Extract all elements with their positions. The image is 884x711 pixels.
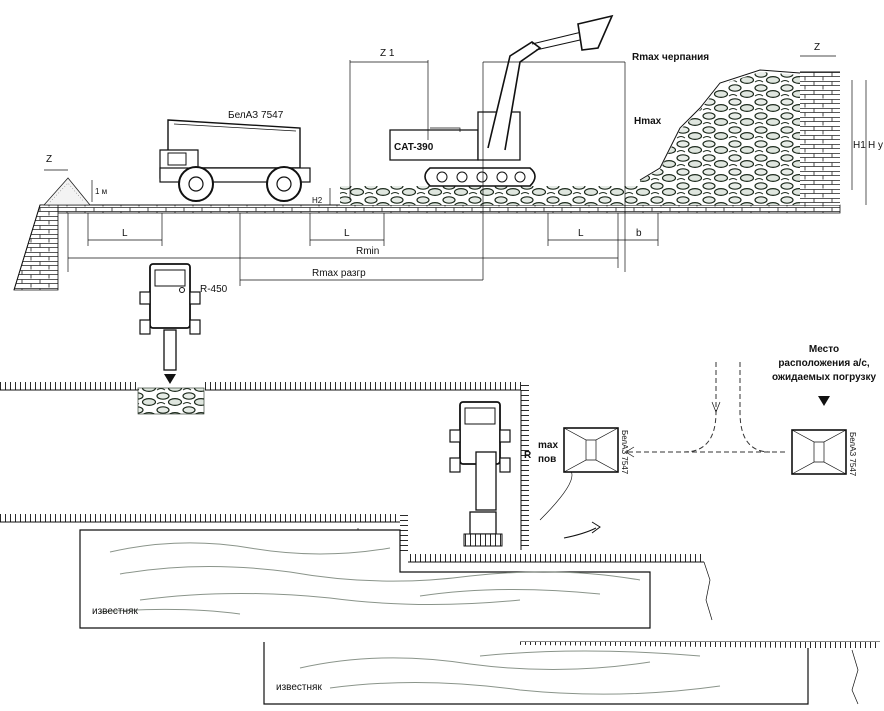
rock-patch	[137, 387, 205, 415]
h2-label: H2	[312, 196, 323, 205]
hy-label: H у	[868, 140, 883, 151]
truck-route	[625, 362, 786, 458]
turn-arc	[539, 469, 573, 521]
place-label-3: ожидаемых погрузку	[772, 372, 877, 383]
break-line-2	[851, 649, 859, 705]
ground-bench	[39, 204, 841, 214]
r-letter-label: R	[524, 450, 532, 461]
limestone-label-2: известняк	[276, 682, 322, 693]
place-marker-icon	[818, 396, 830, 406]
h1-label: H1	[853, 140, 866, 151]
truck-waiting-label: БелАЗ 7547	[848, 432, 857, 477]
z1-label: Z 1	[380, 48, 395, 59]
hmax-label: Hmax	[634, 116, 662, 127]
break-line-1	[703, 561, 713, 621]
safety-berm	[43, 177, 91, 206]
ripper-r450	[139, 263, 201, 384]
rmax-cherpaniya-label: Rmax черпания	[632, 52, 709, 63]
section-view: Z 1 м БелАЗ 7547	[13, 14, 883, 291]
l-label-3: L	[578, 228, 584, 239]
turn-arrow	[563, 527, 597, 539]
z-label-left: Z	[46, 154, 52, 165]
middle-bench	[0, 514, 704, 563]
excavator-model-label: CAT-390	[394, 142, 434, 153]
place-label-2: расположения а/с,	[778, 358, 870, 369]
ripper-model-label: R-450	[200, 284, 228, 295]
rmax-razgr-label: Rmax разгр	[312, 268, 366, 279]
bench-face-right	[800, 71, 840, 205]
plan-view: R-450 R max пов	[0, 263, 880, 705]
dump-truck-belaz	[159, 119, 311, 202]
bench-dimensions	[67, 213, 659, 286]
l-label-1: L	[122, 228, 128, 239]
rmin-label: Rmin	[356, 246, 379, 257]
l-label-2: L	[344, 228, 350, 239]
truck-loading	[563, 427, 619, 473]
truck-loading-label: БелАЗ 7547	[620, 430, 629, 475]
truck-waiting	[791, 429, 847, 475]
pov-label: пов	[538, 454, 556, 465]
one-m-label: 1 м	[95, 187, 107, 196]
place-label-1: Место	[809, 344, 839, 355]
z-label-right: Z	[814, 42, 820, 53]
b-label-top: b	[636, 228, 642, 239]
excavator-cat390	[389, 14, 614, 187]
left-slope-wall	[13, 204, 59, 291]
upper-bench-edge	[0, 382, 529, 550]
blasted-rock-pile	[340, 69, 801, 205]
belaz-model-label: БелАЗ 7547	[228, 110, 284, 121]
limestone-label-1: известняк	[92, 606, 138, 617]
lower-bench	[263, 641, 880, 705]
max-label: max	[538, 440, 558, 451]
limestone-block-upper	[79, 529, 651, 629]
ripper-working	[449, 401, 511, 547]
